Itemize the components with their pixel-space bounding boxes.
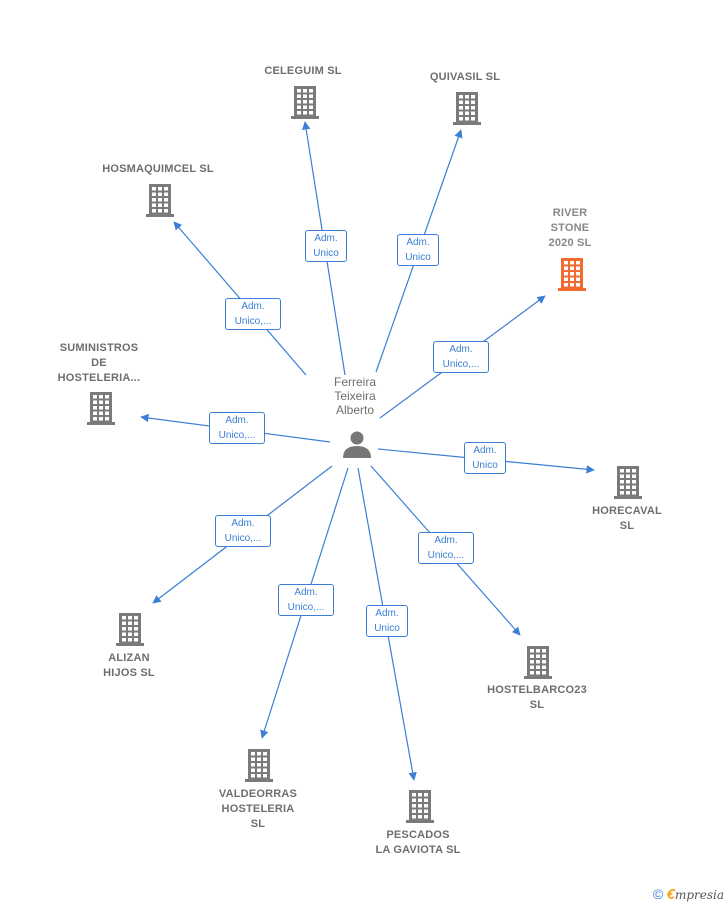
copyright-icon: © [652, 886, 664, 902]
company-label-quivasil[interactable]: QUIVASIL SL [429, 71, 501, 83]
role-badge-celeguim: Adm. Unico [305, 230, 347, 262]
role-badge-hosmaquimcel: Adm. Unico,... [225, 298, 281, 330]
building-icon-riverstone[interactable] [558, 258, 586, 291]
company-label-hostelbarco[interactable]: HOSTELBARCO23 SL [487, 684, 587, 711]
company-label-valdeorras[interactable]: VALDEORRAS HOSTELERIA SL [218, 788, 298, 830]
person-icon[interactable] [343, 431, 371, 459]
building-icon-horecaval[interactable] [614, 466, 642, 499]
building-icon-valdeorras[interactable] [245, 749, 273, 782]
building-icon-alizan[interactable] [116, 613, 144, 646]
role-badge-horecaval: Adm. Unico [464, 442, 506, 474]
building-icon-hostelbarco[interactable] [524, 646, 552, 679]
role-badge-valdeorras: Adm. Unico,... [278, 584, 334, 616]
role-badge-quivasil: Adm. Unico [397, 234, 439, 266]
brand-name: mpresia [674, 888, 724, 902]
company-label-pescados[interactable]: PESCADOS LA GAVIOTA SL [375, 829, 461, 856]
building-icon-quivasil[interactable] [453, 92, 481, 125]
company-label-horecaval[interactable]: HORECAVAL SL [592, 505, 662, 532]
building-icon-celeguim[interactable] [291, 86, 319, 119]
company-label-riverstone[interactable]: RIVER STONE 2020 SL [548, 207, 592, 249]
footer-brand: © €mpresia [653, 886, 724, 903]
company-label-celeguim[interactable]: CELEGUIM SL [264, 65, 342, 77]
person-name-label[interactable]: Ferreira Teixeira Alberto [333, 375, 376, 417]
building-icon-pescados[interactable] [406, 790, 434, 823]
role-badge-suministros: Adm. Unico,... [209, 412, 265, 444]
brand-logo-initial: € [666, 886, 675, 903]
role-badge-riverstone: Adm. Unico,... [433, 341, 489, 373]
company-label-suministros[interactable]: SUMINISTROS DE HOSTELERIA... [57, 342, 141, 384]
role-badge-pescados: Adm. Unico [366, 605, 408, 637]
building-icon-suministros[interactable] [87, 392, 115, 425]
building-icon-hosmaquimcel[interactable] [146, 184, 174, 217]
company-label-hosmaquimcel[interactable]: HOSMAQUIMCEL SL [102, 163, 214, 175]
role-badge-hostelbarco: Adm. Unico,... [418, 532, 474, 564]
role-badge-alizan: Adm. Unico,... [215, 515, 271, 547]
company-label-alizan[interactable]: ALIZAN HIJOS SL [103, 652, 155, 679]
